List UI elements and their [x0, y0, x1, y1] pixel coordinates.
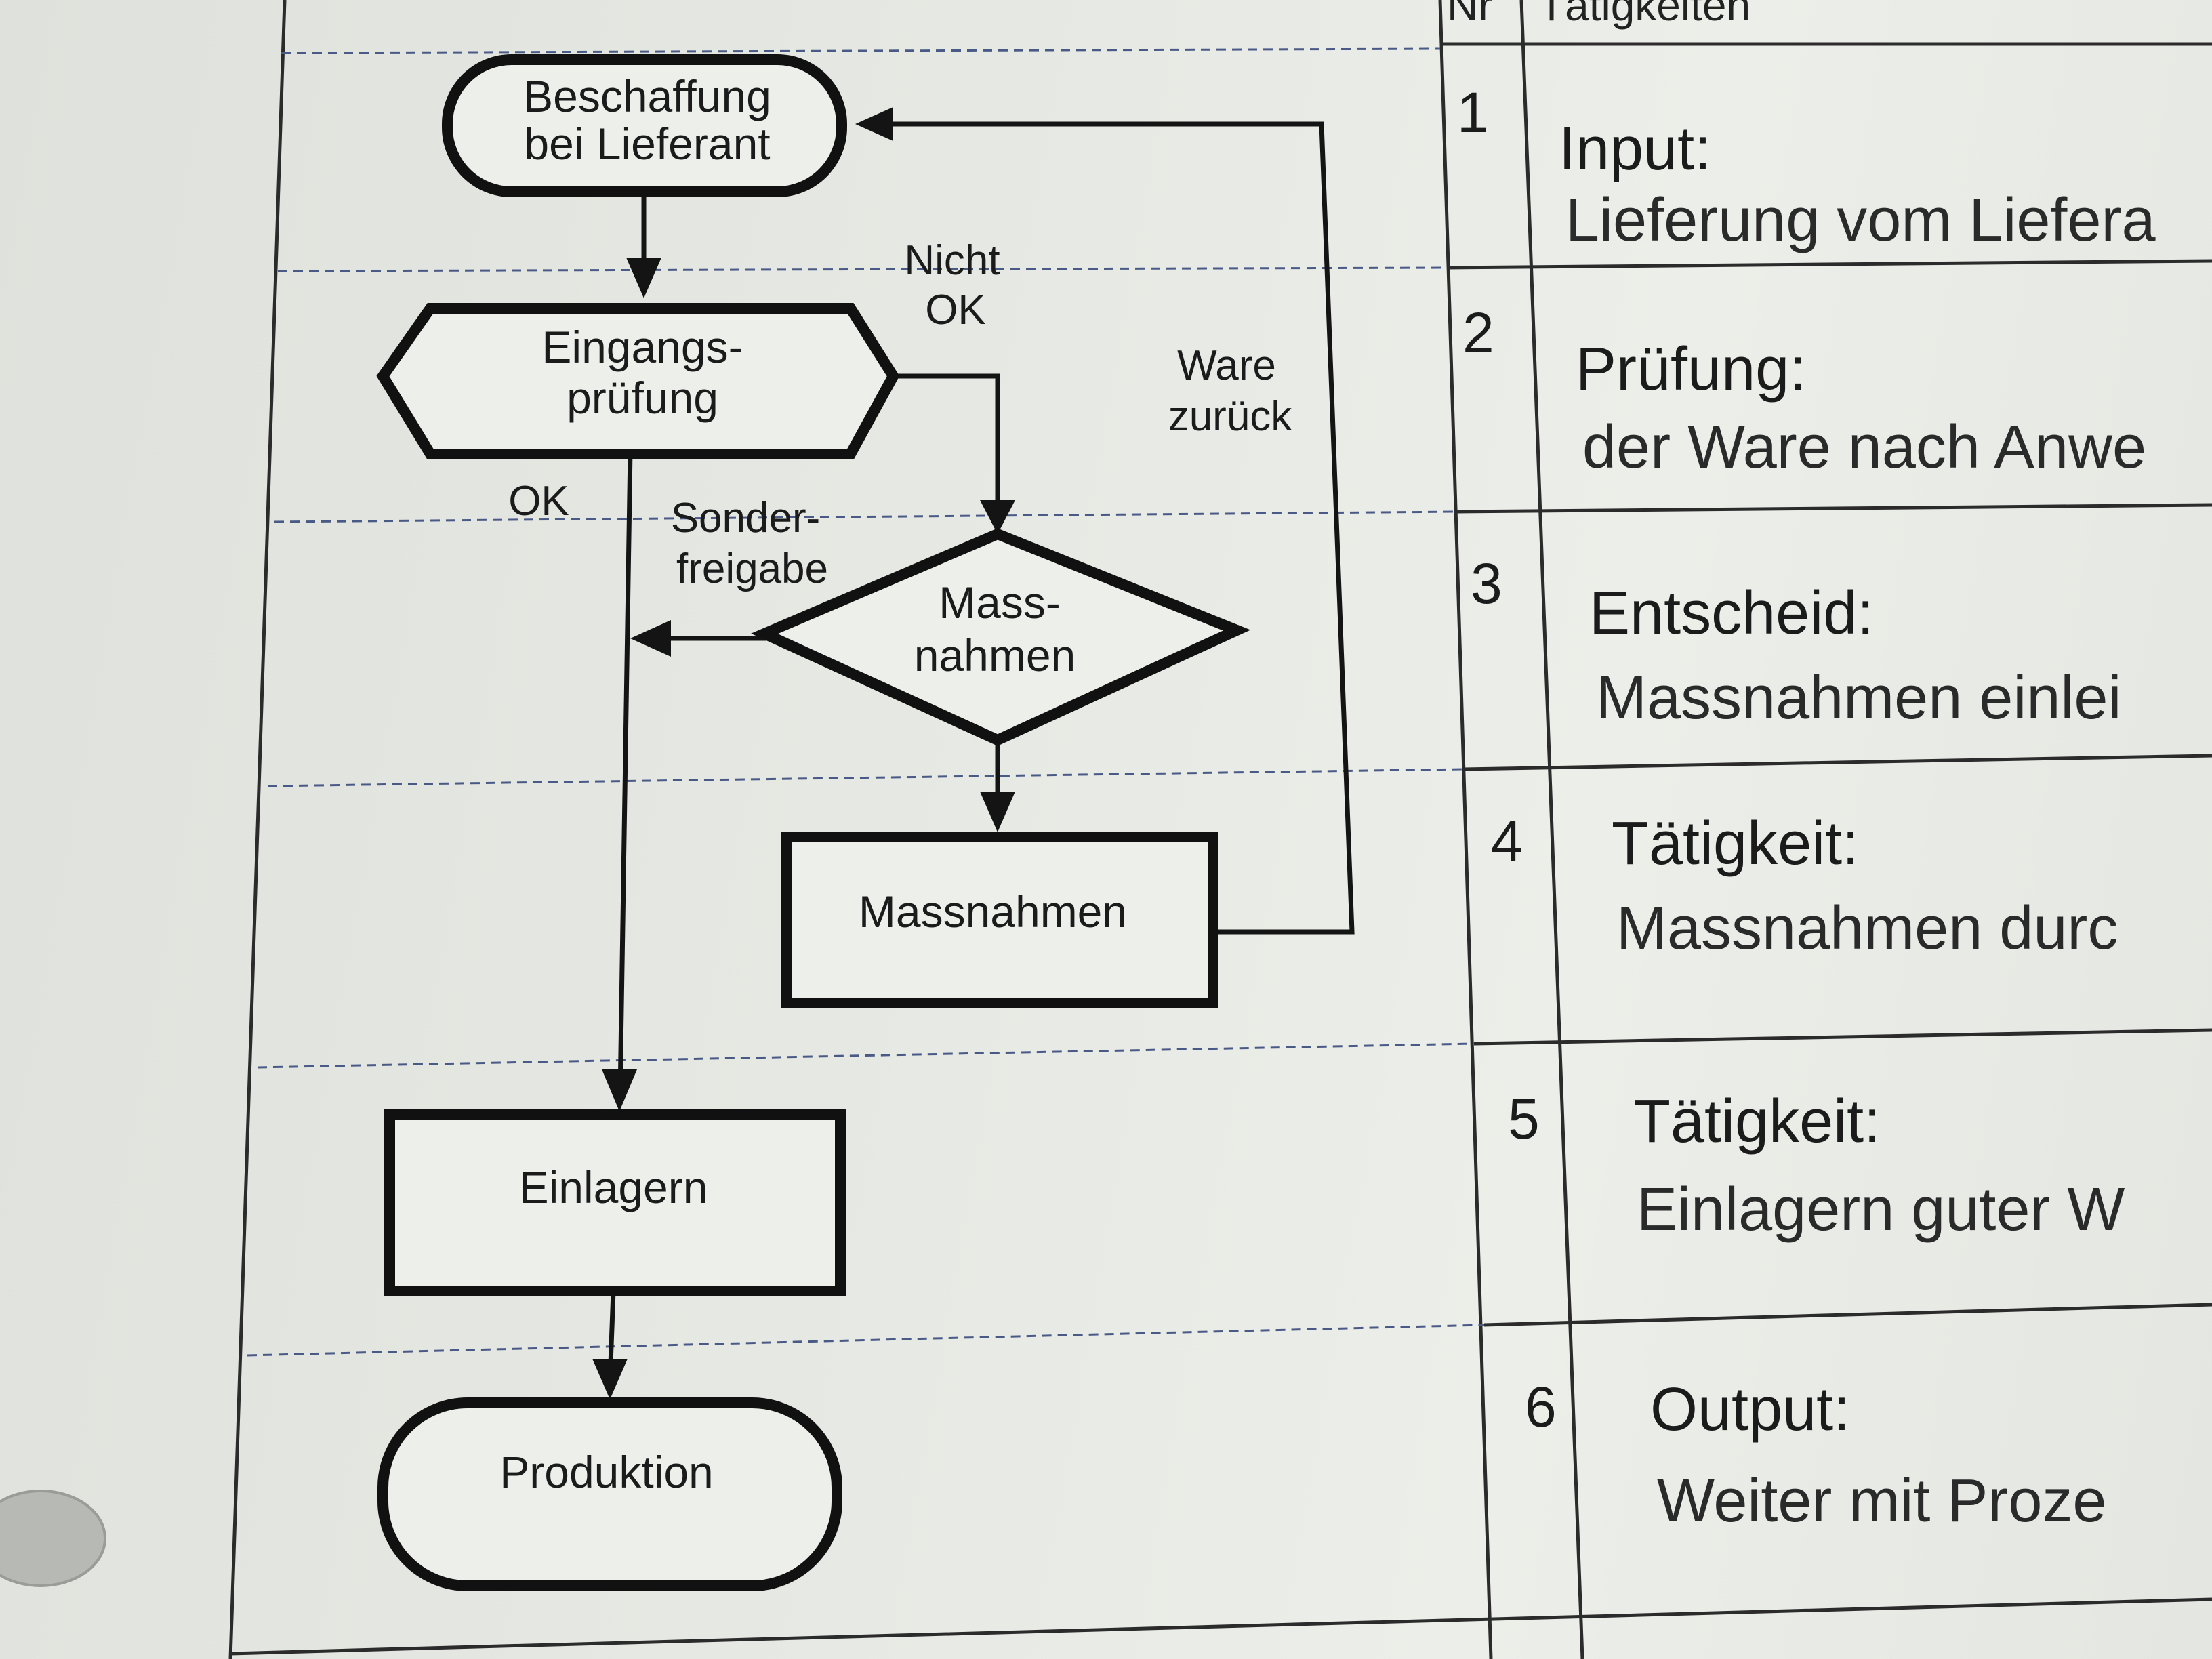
step-description: Massnahmen durc — [1616, 895, 2118, 962]
arrowhead — [855, 107, 893, 141]
step-title: Entscheid: — [1589, 579, 1874, 647]
eingang-label-line1: Eingangs- — [541, 322, 743, 372]
massnahmen-box-label: Massnahmen — [859, 886, 1127, 937]
step-number: 5 — [1508, 1087, 1540, 1151]
step-row: 3 Entscheid: Massnahmen einlei — [1471, 552, 2121, 732]
table-row-rule-2 — [1456, 503, 2212, 514]
binder-hole — [0, 1490, 106, 1587]
edge-label-ware: Ware — [1177, 342, 1276, 389]
node-eingangspruefung-hexagon — [376, 303, 900, 459]
table-row-rule-4 — [1473, 1028, 2212, 1046]
table-row-rule-3 — [1463, 754, 2212, 771]
table-col-line-2 — [1519, 0, 1584, 1659]
table-col-line-1 — [1438, 0, 1493, 1659]
row-separator — [267, 768, 1465, 787]
step-row: 4 Tätigkeit: Massnahmen durc — [1491, 809, 2118, 962]
step-description: Lieferung vom Liefera — [1565, 186, 2156, 254]
step-row: 5 Tätigkeit: Einlagern guter W — [1508, 1087, 2125, 1244]
node-beschaffung-terminal — [442, 54, 847, 197]
arrowhead — [602, 1069, 637, 1111]
step-title: Tätigkeit: — [1612, 810, 1859, 878]
node-produktion-terminal — [377, 1397, 842, 1591]
step-title: Tätigkeit: — [1633, 1088, 1881, 1155]
step-number: 1 — [1457, 81, 1489, 144]
step-number: 2 — [1462, 301, 1494, 365]
decision-label-line1: Mass- — [939, 577, 1061, 628]
step-number: 3 — [1471, 552, 1502, 615]
arrowhead — [980, 500, 1015, 534]
step-title: Input: — [1559, 115, 1711, 183]
edge-label-ok-upper: OK — [925, 287, 986, 333]
row-separator — [274, 510, 1458, 523]
connector-nicht-ok — [895, 373, 1000, 514]
connector-ok-main — [617, 450, 633, 1095]
step-title: Prüfung: — [1576, 335, 1806, 403]
row-separators — [247, 47, 1485, 1357]
step-row: 2 Prüfung: der Ware nach Anwe — [1462, 301, 2146, 481]
row-separator — [281, 47, 1441, 54]
table-grid — [228, 0, 2212, 1659]
einlagern-label: Einlagern — [519, 1162, 708, 1212]
left-frame-line — [228, 0, 287, 1659]
row-separator — [277, 266, 1448, 272]
step-number: 6 — [1525, 1375, 1557, 1439]
step-description: Massnahmen einlei — [1596, 664, 2121, 732]
node-massnahmen-box — [781, 832, 1218, 1008]
step-description: der Ware nach Anwe — [1582, 413, 2146, 481]
step-row: 1 Input: Lieferung vom Liefera — [1457, 81, 2156, 254]
edge-label-zurueck: zurück — [1168, 393, 1293, 440]
step-number: 4 — [1491, 809, 1523, 873]
eingang-label-line2: prüfung — [567, 373, 718, 423]
arrowheads — [592, 107, 1015, 1399]
table-row-rule-1 — [1446, 259, 2212, 270]
step-description: Einlagern guter W — [1637, 1176, 2125, 1244]
arrowhead — [630, 620, 671, 657]
produktion-label: Produktion — [499, 1447, 714, 1497]
table-header-nr: Nr — [1447, 0, 1493, 30]
row-separator — [257, 1042, 1475, 1069]
arrowhead — [626, 258, 661, 298]
arrowhead — [980, 792, 1015, 832]
table-header-activities: Tätigkeiten — [1538, 0, 1750, 30]
step-title: Output: — [1650, 1376, 1850, 1443]
edge-label-nicht: Nicht — [904, 237, 1000, 284]
row-separator — [247, 1324, 1485, 1357]
edge-label-freigabe: freigabe — [676, 546, 828, 592]
edge-label-ok: OK — [508, 478, 569, 525]
connectors — [607, 121, 1355, 1383]
step-row: 6 Output: Weiter mit Proze — [1525, 1375, 2107, 1535]
edge-label-sonder: Sonder- — [671, 495, 821, 541]
arrowhead — [592, 1359, 628, 1399]
beschaffung-label-line2: bei Lieferant — [524, 119, 770, 169]
bottom-frame-line — [230, 1597, 2212, 1656]
decision-label-line2: nahmen — [914, 630, 1076, 680]
table-row-rule-5 — [1483, 1303, 2212, 1327]
connector-ware-zurueck — [874, 121, 1355, 935]
beschaffung-label-line1: Beschaffung — [523, 71, 771, 121]
node-massnahmen-decision — [751, 528, 1251, 746]
step-description: Weiter mit Proze — [1657, 1467, 2107, 1535]
node-einlagern-box — [384, 1109, 846, 1296]
